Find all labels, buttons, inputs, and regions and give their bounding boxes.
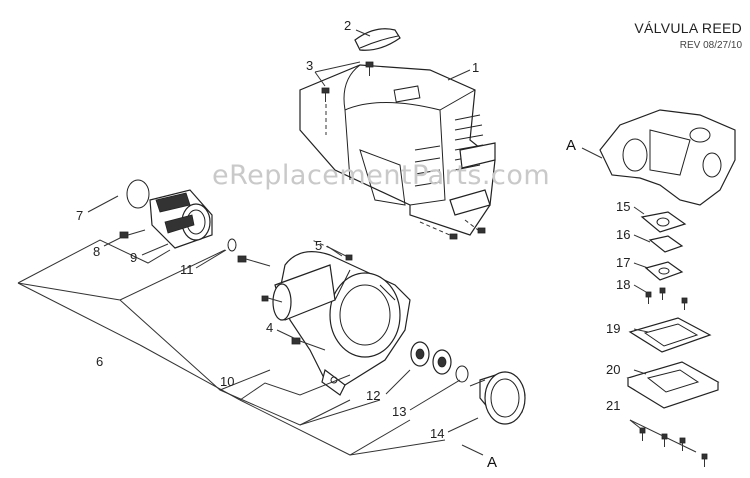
- callout-5: 5: [315, 238, 322, 253]
- callout-16: 16: [616, 227, 630, 242]
- sleeve-9: [149, 189, 213, 249]
- callout-20: 20: [606, 362, 620, 377]
- gasket-15: [640, 211, 687, 233]
- bearings-12: [410, 341, 452, 375]
- callout-15: 15: [616, 199, 630, 214]
- reed-block-20: [626, 361, 720, 409]
- callout-12: 12: [366, 388, 380, 403]
- screws-21: [629, 419, 708, 467]
- callout-8: 8: [93, 244, 100, 259]
- callout-18: 18: [616, 277, 630, 292]
- revision-date: REV 08/27/10: [679, 40, 742, 51]
- bolt-4: [291, 337, 326, 351]
- watermark: eReplacementParts.com: [212, 160, 551, 191]
- gasket-19: [628, 317, 712, 353]
- callout-4: 4: [266, 320, 273, 335]
- circlip-7: [126, 179, 150, 209]
- callout-17: 17: [616, 255, 630, 270]
- callout-9: 9: [130, 250, 137, 265]
- reference-a-bottom: A: [487, 454, 497, 471]
- callout-19: 19: [606, 321, 620, 336]
- diagram-title: VÁLVULA REED: [634, 20, 742, 36]
- callout-1: 1: [472, 60, 479, 75]
- screw-8: [119, 229, 146, 239]
- stopper-17: [644, 261, 684, 281]
- callout-11: 11: [180, 262, 194, 277]
- callout-7: 7: [76, 208, 83, 223]
- callout-10: 10: [220, 374, 234, 389]
- screws-3: [314, 61, 374, 135]
- callout-14: 14: [430, 426, 444, 441]
- callout-21: 21: [606, 398, 620, 413]
- circlip-13: [455, 365, 469, 383]
- callout-13: 13: [392, 404, 406, 419]
- crankcase: [599, 109, 736, 206]
- callout-numbers: 1 2 3 4 5 6 7 8 9 10 11 12 13 14 15 16 1…: [76, 18, 630, 441]
- oring-11: [227, 238, 237, 252]
- callout-3: 3: [306, 58, 313, 73]
- clutch-drum-14: [469, 371, 526, 425]
- reed-16: [648, 235, 684, 253]
- engine-shroud: [299, 64, 496, 236]
- callout-6: 6: [96, 354, 103, 369]
- reference-a-top: A: [566, 137, 576, 154]
- bolt-long: [237, 255, 271, 267]
- shroud-bottom-screws: [419, 219, 486, 240]
- callout-2: 2: [344, 18, 351, 33]
- clutch-housing: [272, 251, 411, 396]
- reference-labels: A A: [487, 137, 576, 471]
- leader-lines: [17, 29, 651, 456]
- screws-18: [645, 287, 688, 310]
